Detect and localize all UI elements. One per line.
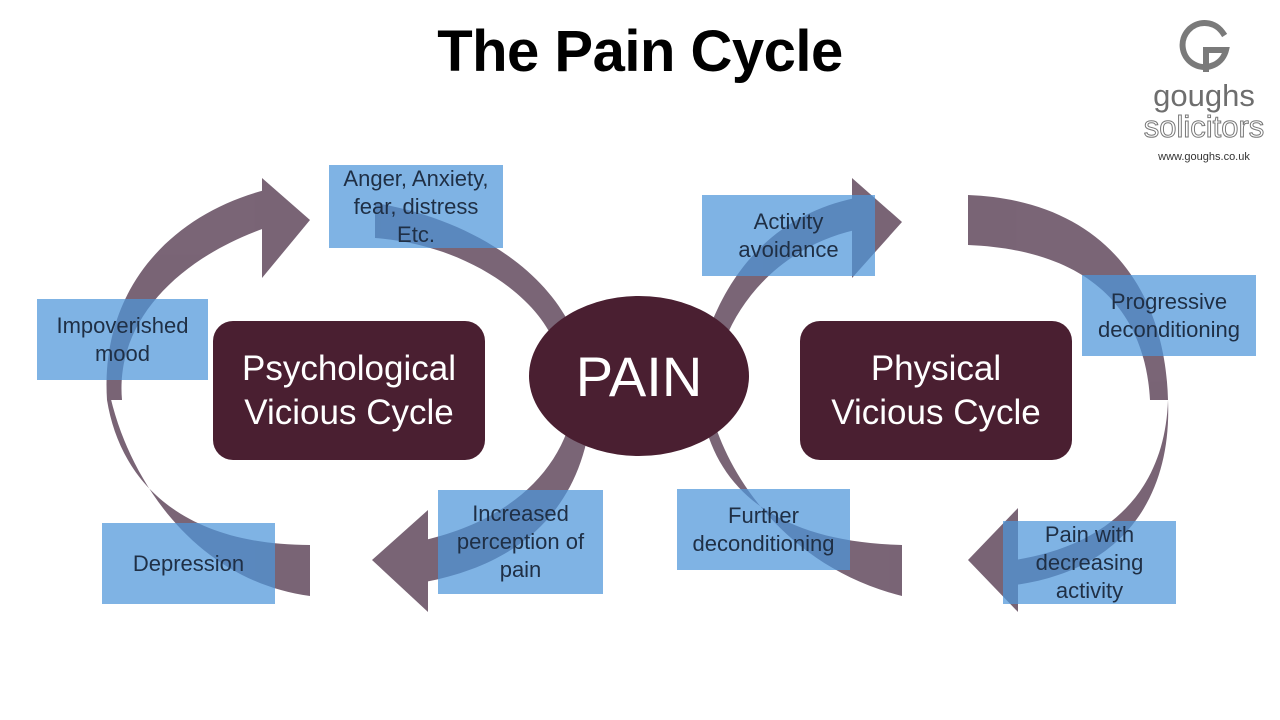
label-progressive-line1: Progressive — [1110, 288, 1228, 314]
label-pain-with-line2: decreasing — [1035, 549, 1144, 575]
label-impoverished-line1: Impoverished — [56, 312, 189, 338]
label-impoverished-line2: mood — [94, 340, 151, 366]
label-pain-with-line3: activity — [1055, 577, 1124, 603]
logo-goughs: goughs — [1153, 78, 1255, 113]
arrow-activity-to-progressive — [968, 195, 1168, 400]
label-increased-line3: pain — [499, 557, 542, 582]
arrow-head-to-anger — [262, 178, 310, 278]
psychological-cycle-line1: Psychological — [242, 348, 456, 388]
label-increased-line2: perception of — [456, 529, 585, 554]
label-anger-line3: Etc. — [397, 221, 435, 247]
diagram-title: The Pain Cycle — [437, 19, 843, 84]
pain-center: PAIN — [529, 296, 749, 456]
label-progressive-line2: deconditioning — [1098, 316, 1240, 342]
logo-url: www.goughs.co.uk — [1158, 151, 1250, 163]
label-activity-line2: avoidance — [738, 236, 839, 262]
psychological-cycle-line2: Vicious Cycle — [244, 392, 454, 432]
label-activity-avoidance: Activity avoidance — [702, 195, 875, 276]
label-anger-line1: Anger, Anxiety, — [343, 165, 489, 191]
physical-cycle-box: Physical Vicious Cycle — [800, 321, 1072, 460]
g-logo-icon — [1179, 20, 1230, 72]
label-pain-decreasing-activity: Pain with decreasing activity — [1003, 521, 1176, 604]
label-further-line1: Further — [728, 502, 799, 528]
physical-cycle-line1: Physical — [870, 348, 1002, 388]
arrow-pain-with-to-further — [705, 415, 902, 596]
physical-cycle-line2: Vicious Cycle — [831, 392, 1041, 432]
label-depression-line1: Depression — [132, 550, 245, 576]
label-increased-perception: Increased perception of pain — [438, 490, 603, 594]
label-anger-anxiety: Anger, Anxiety, fear, distress Etc. — [329, 165, 503, 248]
goughs-logo: goughs solicitors www.goughs.co.uk — [1140, 20, 1268, 166]
psychological-cycle-box: Psychological Vicious Cycle — [213, 321, 485, 460]
label-impoverished-mood: Impoverished mood — [37, 299, 208, 380]
label-further-deconditioning: Further deconditioning — [677, 489, 850, 570]
label-activity-line1: Activity — [753, 208, 824, 234]
label-anger-line2: fear, distress — [353, 193, 479, 219]
logo-solicitors: solicitors — [1143, 109, 1265, 144]
label-pain-with-line1: Pain with — [1044, 521, 1135, 547]
label-depression: Depression — [102, 523, 275, 604]
label-progressive-deconditioning: Progressive deconditioning — [1082, 275, 1256, 356]
label-further-line2: deconditioning — [692, 530, 835, 556]
arrow-head-increased-to-depression — [372, 510, 428, 612]
label-increased-line1: Increased — [472, 501, 569, 526]
arrow-mood-to-anger — [106, 190, 265, 400]
